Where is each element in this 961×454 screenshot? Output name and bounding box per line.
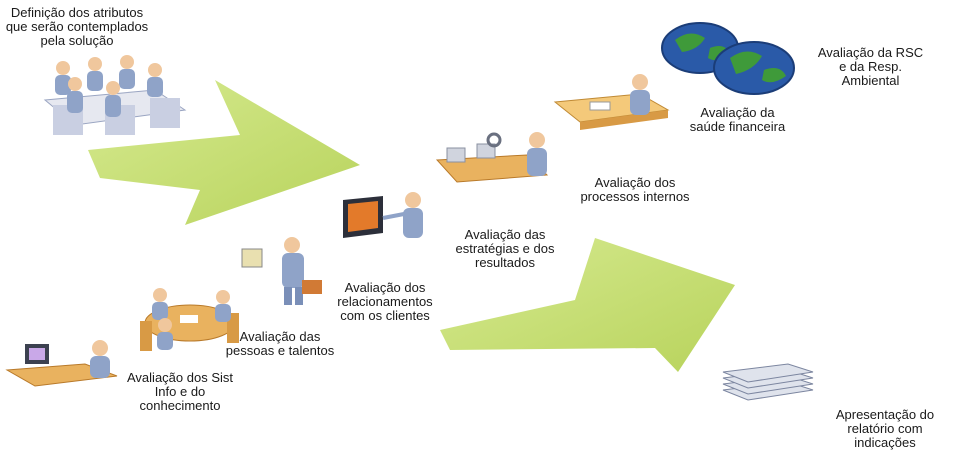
desk-worker-icon [553, 74, 670, 130]
label-definicao: Definição dos atributos que serão contem… [5, 5, 149, 48]
label-relatorio: Apresentação do relatório com indicações [835, 407, 935, 450]
team-table-icon [140, 288, 239, 351]
label-saude: Avaliação da saúde financeira [689, 105, 786, 134]
label-rsc: Avaliação da RSC e da Resp. Ambiental [817, 45, 924, 88]
flow-arrow-lower [440, 238, 735, 372]
label-pessoas: Avaliação das pessoas e talentos [225, 329, 335, 358]
client-person-icon [241, 237, 322, 305]
globe-icon [661, 22, 795, 95]
assembly-line-icon [435, 132, 549, 183]
label-clientes: Avaliação dos relacionamentos com os cli… [337, 280, 433, 323]
meeting-icon [43, 55, 187, 135]
report-stack-icon [722, 363, 814, 401]
label-processos: Avaliação dos processos internos [580, 175, 690, 204]
computer-worker-icon [5, 340, 118, 387]
presentation-icon [343, 192, 423, 238]
label-sistinfo: Avaliação dos Sist Info e do conheciment… [127, 370, 233, 413]
label-estrategias: Avaliação das estratégias e dos resultad… [455, 227, 555, 270]
